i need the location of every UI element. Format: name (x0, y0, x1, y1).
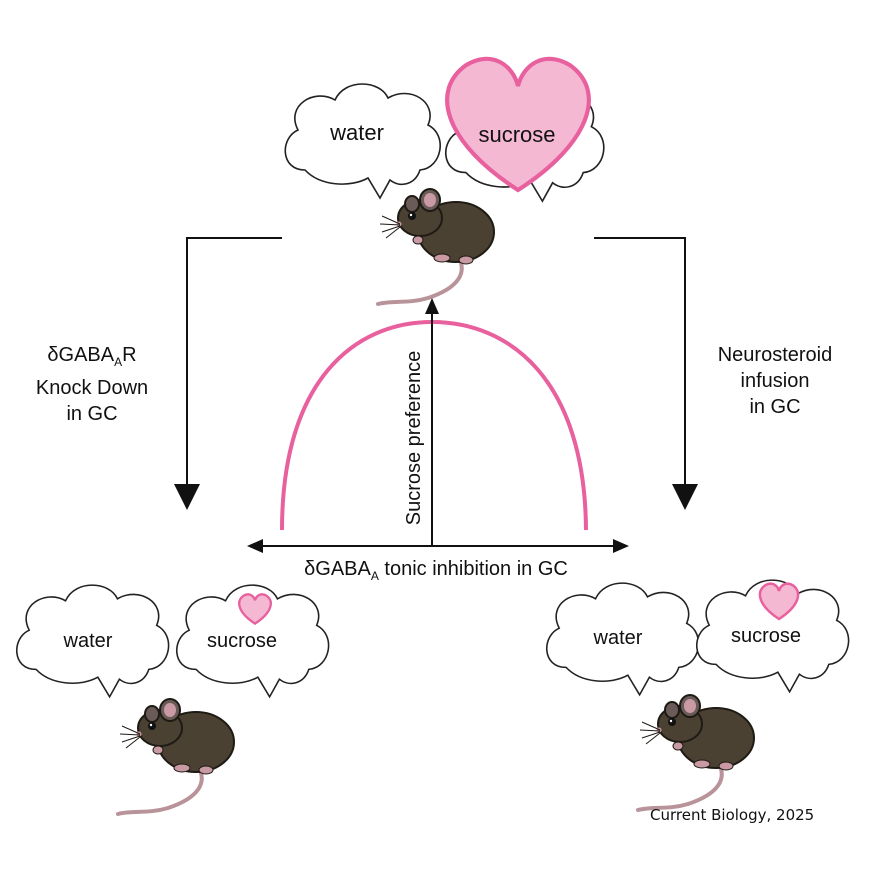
left-arrow (186, 237, 282, 485)
top-mouse-icon (376, 187, 496, 306)
left-arrowhead (174, 484, 200, 510)
y-axis-label: Sucrose preference (403, 351, 425, 526)
left-sucrose-label: sucrose (207, 630, 277, 652)
right-mouse-icon (636, 693, 756, 812)
left-condition-label: δGABAAR Knock Down in GC (22, 342, 162, 427)
right-water-label: water (593, 627, 643, 649)
x-axis-arrowhead-right (613, 539, 629, 553)
left-mouse-icon (116, 697, 236, 816)
right-condition-label: Neurosteroid infusion in GC (700, 342, 850, 420)
right-arrowhead (672, 484, 698, 510)
x-axis-arrowhead-left (247, 539, 263, 553)
top-sucrose-label: sucrose (478, 122, 555, 147)
right-condition-line1: Neurosteroid (717, 344, 833, 366)
left-water-label: water (63, 630, 113, 652)
right-condition-line3: in GC (749, 396, 801, 418)
x-axis-label: δGABAA tonic inhibition in GC (304, 558, 568, 583)
right-sucrose-label: sucrose (731, 625, 801, 647)
preference-curve (280, 319, 588, 531)
y-axis-arrowhead (425, 298, 439, 314)
left-condition-line3: in GC (66, 403, 118, 425)
top-water-label: water (329, 120, 384, 145)
left-condition-line2: Knock Down (35, 377, 149, 399)
right-condition-line2: infusion (740, 370, 810, 392)
left-condition-line1: δGABAAR (47, 344, 137, 369)
credit-text: Current Biology, 2025 (650, 806, 815, 824)
right-arrow (594, 237, 686, 485)
